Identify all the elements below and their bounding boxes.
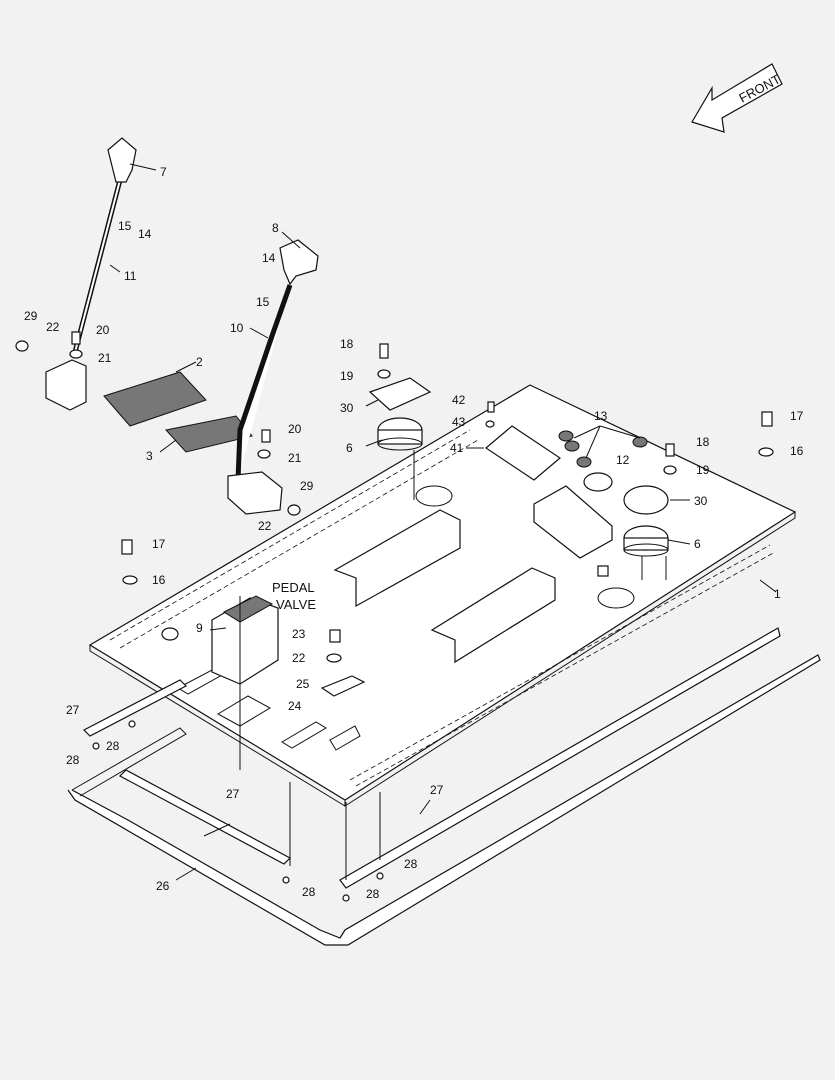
callout-24: 24 xyxy=(288,699,302,713)
callout-22c: 22 xyxy=(292,651,306,665)
callout-8: 8 xyxy=(272,221,279,235)
callout-9: 9 xyxy=(196,621,203,635)
callout-12: 12 xyxy=(616,453,630,467)
callout-16a: 16 xyxy=(152,573,166,587)
callout-13: 13 xyxy=(594,409,608,423)
floor-plate xyxy=(88,384,797,807)
callout-1: 1 xyxy=(774,587,781,601)
fasteners xyxy=(15,331,774,902)
callout-43: 43 xyxy=(452,415,466,429)
callout-14a: 14 xyxy=(138,227,152,241)
callout-17b: 17 xyxy=(790,409,804,423)
callout-28e: 28 xyxy=(404,857,418,871)
isolator-lower xyxy=(623,485,669,557)
callout-41: 41 xyxy=(450,441,464,455)
callout-15a: 15 xyxy=(118,219,132,233)
callout-29a: 29 xyxy=(24,309,38,323)
callout-19a: 19 xyxy=(340,369,354,383)
callout-26: 26 xyxy=(156,879,170,893)
callout-28a: 28 xyxy=(66,753,80,767)
pedal-valve xyxy=(211,595,279,685)
callout-27a: 27 xyxy=(66,703,80,717)
callout-20b: 20 xyxy=(288,422,302,436)
isolator-upper xyxy=(368,377,432,451)
callout-27b: 27 xyxy=(226,787,240,801)
callout-14b: 14 xyxy=(262,251,276,265)
callouts: 1 2 3 6 6 7 8 9 10 11 12 13 14 14 15 15 … xyxy=(24,165,804,901)
lever-10 xyxy=(235,239,319,481)
callout-22a: 22 xyxy=(46,320,60,334)
frame-seal xyxy=(67,654,821,946)
callout-22b: 22 xyxy=(258,519,272,533)
callout-28c: 28 xyxy=(302,885,316,899)
callout-25: 25 xyxy=(296,677,310,691)
callout-21a: 21 xyxy=(98,351,112,365)
callout-11: 11 xyxy=(124,269,137,283)
callout-18a: 18 xyxy=(340,337,354,351)
callout-28d: 28 xyxy=(366,887,380,901)
callout-10: 10 xyxy=(230,321,244,335)
callout-6a: 6 xyxy=(346,441,353,455)
callout-27c: 27 xyxy=(430,783,444,797)
callout-7: 7 xyxy=(160,165,167,179)
callout-3: 3 xyxy=(146,449,153,463)
pedal-3 xyxy=(165,415,253,453)
callout-21b: 21 xyxy=(288,451,302,465)
front-arrow-icon xyxy=(691,63,783,133)
callout-19b: 19 xyxy=(696,463,710,477)
leader-lines xyxy=(109,163,777,881)
callout-23: 23 xyxy=(292,627,306,641)
callout-17a: 17 xyxy=(152,537,166,551)
callout-15b: 15 xyxy=(256,295,270,309)
callout-20a: 20 xyxy=(96,323,110,337)
bracket-left xyxy=(45,359,87,411)
grommets xyxy=(558,430,648,577)
pedal-2 xyxy=(103,371,207,427)
lever-11 xyxy=(71,137,137,357)
pedal-valve-label-line2: VALVE xyxy=(276,597,316,612)
callout-16b: 16 xyxy=(790,444,804,458)
bracket-right xyxy=(227,471,283,515)
callout-6b: 6 xyxy=(694,537,701,551)
callout-2: 2 xyxy=(196,355,203,369)
callout-28b: 28 xyxy=(106,739,120,753)
callout-42: 42 xyxy=(452,393,466,407)
callout-30a: 30 xyxy=(340,401,354,415)
callout-29b: 29 xyxy=(300,479,314,493)
callout-18b: 18 xyxy=(696,435,710,449)
pedal-valve-label-line1: PEDAL xyxy=(272,580,315,595)
edge-strips xyxy=(82,627,781,889)
control-box xyxy=(485,425,613,559)
callout-30b: 30 xyxy=(694,494,708,508)
